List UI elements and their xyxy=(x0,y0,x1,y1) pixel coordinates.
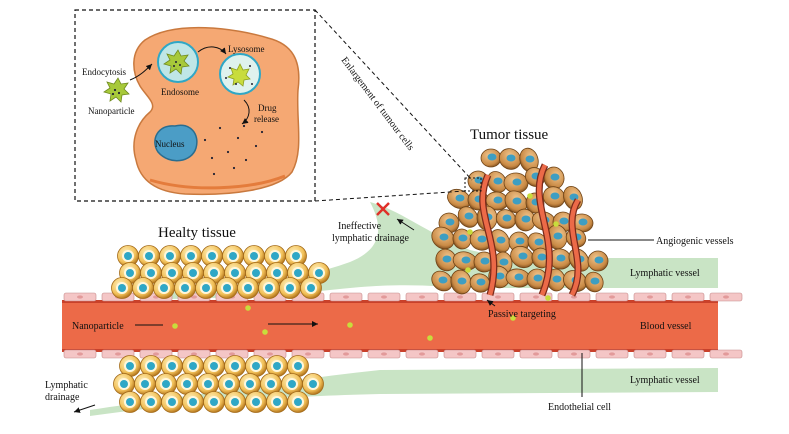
ineffective-label-line1: Ineffective xyxy=(338,221,382,232)
endocytosis-label: Endocytosis xyxy=(82,67,126,77)
endosome-nanoparticle-icon xyxy=(163,49,190,75)
nucleus xyxy=(154,124,198,162)
nanoparticle-inset-label: Nanoparticle xyxy=(88,106,134,116)
drug-release-label-line2: release xyxy=(254,114,279,124)
lymphatic-drainage-label-line1: Lymphatic xyxy=(45,380,88,391)
nanoparticle-dot xyxy=(553,221,559,227)
endosome-label: Endosome xyxy=(161,87,199,97)
enlargement-inset: Endocytosis Nanoparticle Endosome Lysoso… xyxy=(74,9,316,202)
lysosome-nanoparticle-icon xyxy=(227,63,251,87)
passive-targeting-label: Passive targeting xyxy=(488,309,556,320)
lymphatic-drainage-label-line2: drainage xyxy=(45,392,80,403)
lymphatic-vessel-bottom-band xyxy=(90,368,718,416)
lysosome-label: Lysosome xyxy=(228,44,265,54)
blood-vessel-label: Blood vessel xyxy=(640,321,692,332)
healthy-tissue-cells-top xyxy=(111,245,330,299)
angiogenic-vessels xyxy=(479,163,582,297)
released-drug-dots xyxy=(203,124,264,176)
nanoparticle-dot xyxy=(347,322,353,328)
nanoparticle-star-icon xyxy=(103,77,130,103)
nanoparticle-dot xyxy=(427,335,433,341)
blocked-cross-icon xyxy=(376,202,390,216)
zoom-connector xyxy=(314,9,482,202)
healthy-tissue-cells-bottom xyxy=(113,355,324,413)
nanoparticles xyxy=(172,193,559,341)
nanoparticle-dot xyxy=(527,193,533,199)
ineffective-label-line2: lymphatic drainage xyxy=(332,233,409,244)
nanoparticle-dot xyxy=(245,305,251,311)
nanoparticle-dot xyxy=(465,267,471,273)
blood-vessel xyxy=(62,300,718,352)
nanoparticle-dot xyxy=(262,329,268,335)
lymphatic-vessel-bottom-label: Lymphatic vessel xyxy=(630,375,700,386)
lymphatic-vessel-top-label: Lymphatic vessel xyxy=(630,268,700,279)
nanoparticle-vessel-label: Nanoparticle xyxy=(72,321,124,332)
nanoparticle-dot xyxy=(172,323,178,329)
endothelial-cell-label: Endothelial cell xyxy=(548,402,611,413)
enlargement-label: Enlargement of tumour cells xyxy=(339,55,416,153)
nucleus-label: Nucleus xyxy=(155,139,185,149)
healty-tissue-title: Healty tissue xyxy=(158,225,236,241)
angiogenic-vessels-label: Angiogenic vessels xyxy=(656,236,734,247)
nanoparticle-dot xyxy=(467,229,473,235)
lysosome-drug-dots xyxy=(225,65,253,85)
nanoparticle-dot xyxy=(510,315,516,321)
tumor-tissue-title: Tumor tissue xyxy=(470,127,549,143)
drug-release-label-line1: Drug xyxy=(258,103,277,113)
nanoparticle-dot xyxy=(545,295,551,301)
